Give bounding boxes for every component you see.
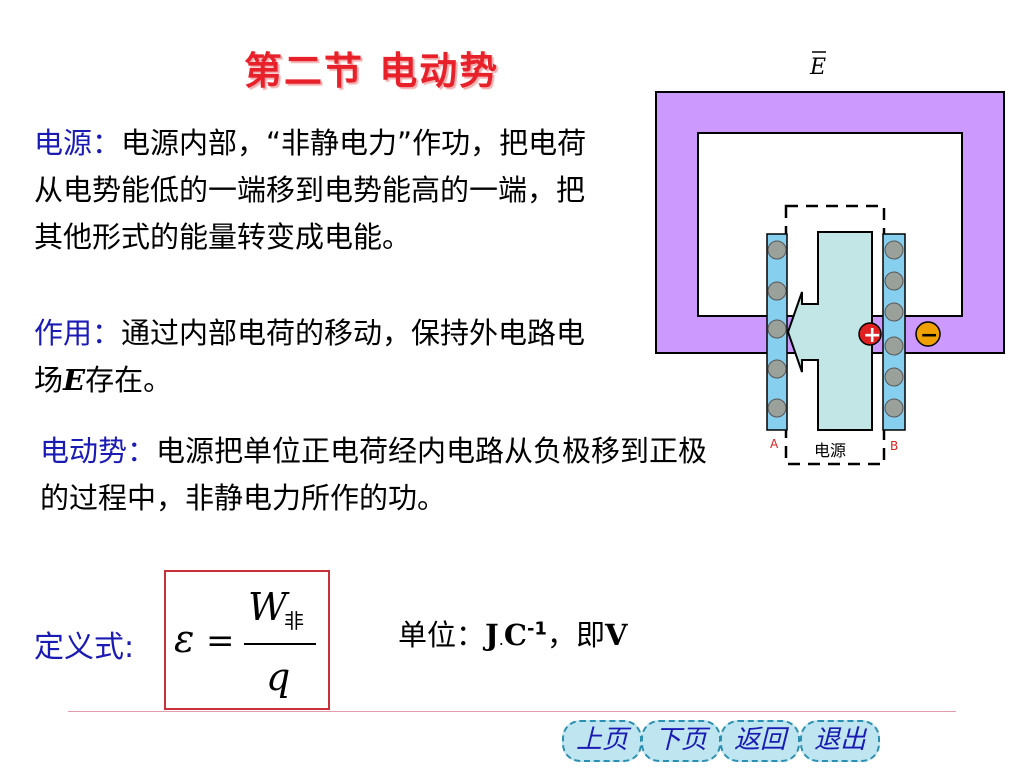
unit-v: V xyxy=(604,618,628,652)
source-text: 电源内部，“非静电力”作功，把电荷从电势能低的一端移到电势能高的一端，把其他形式… xyxy=(34,126,587,254)
source-label: 电源： xyxy=(34,126,122,160)
negative-sign: − xyxy=(920,323,938,348)
prev-page-button[interactable]: 上页 xyxy=(562,720,642,762)
formula-svg: ε = W 非 q xyxy=(174,585,316,699)
effect-text-before: 通过内部电荷的移动，保持外电路电场 xyxy=(34,316,586,397)
definition-label: 定义式: xyxy=(34,630,135,665)
divider xyxy=(68,711,956,712)
next-page-button[interactable]: 下页 xyxy=(641,720,721,762)
charge-b-4 xyxy=(884,336,904,356)
external-circuit-loop xyxy=(655,91,1005,354)
formula-numerator: W xyxy=(248,585,290,629)
negative-charge xyxy=(915,321,941,347)
charge-a-1 xyxy=(767,240,787,260)
field-label: E xyxy=(809,55,826,80)
charge-a-4 xyxy=(767,359,787,379)
unit-label: 单位： xyxy=(398,618,486,652)
unit-line: 单位：J.C-1，即V xyxy=(398,612,627,654)
charge-b-5 xyxy=(884,367,904,387)
emf-text: 电源把单位正电荷经内电路从负极移到正极的过程中，非静电力所作的功。 xyxy=(40,434,708,515)
positive-sign: + xyxy=(863,323,881,348)
source-paragraph: 电源：电源内部，“非静电力”作功，把电荷从电势能低的一端移到电势能高的一端，把其… xyxy=(34,120,594,261)
charge-b-3 xyxy=(884,302,904,322)
formula-epsilon: ε xyxy=(174,617,194,661)
unit-exp: -1 xyxy=(526,618,547,640)
plate-b-charges xyxy=(884,240,904,418)
charge-a-3 xyxy=(767,319,787,339)
formula-box: ε = W 非 q xyxy=(164,570,330,710)
circuit-diagram: E + − A B 电源 xyxy=(655,51,1005,466)
charge-b-2 xyxy=(884,271,904,291)
effect-label: 作用： xyxy=(34,316,122,350)
unit-c: C xyxy=(503,618,527,652)
charge-a-2 xyxy=(767,281,787,301)
plate-a-charges xyxy=(767,240,787,418)
charge-b-6 xyxy=(884,398,904,418)
effect-text-after: 存在。 xyxy=(85,363,173,397)
exit-button[interactable]: 退出 xyxy=(800,720,880,762)
emf-label: 电动势： xyxy=(40,434,157,468)
page-title: 第二节 电动势 xyxy=(244,49,500,93)
formula-equals: = xyxy=(206,621,235,661)
positive-charge xyxy=(858,322,882,346)
charge-b-1 xyxy=(884,240,904,260)
emf-paragraph: 电动势：电源把单位正电荷经内电路从负极移到正极的过程中，非静电力所作的功。 xyxy=(40,428,730,522)
back-button[interactable]: 返回 xyxy=(720,720,800,762)
effect-paragraph: 作用：通过内部电荷的移动，保持外电路电场E存在。 xyxy=(34,310,594,404)
unit-dot: . xyxy=(498,630,504,649)
source-label: 电源 xyxy=(814,441,846,460)
charge-a-5 xyxy=(767,398,787,418)
effect-symbol: E xyxy=(63,363,86,397)
formula-numerator-sub: 非 xyxy=(284,609,304,633)
plate-b-label: B xyxy=(890,439,898,453)
plate-a-label: A xyxy=(770,437,779,451)
unit-j: J xyxy=(485,618,499,652)
unit-sep: ，即 xyxy=(546,618,605,652)
formula-denominator: q xyxy=(266,655,290,699)
